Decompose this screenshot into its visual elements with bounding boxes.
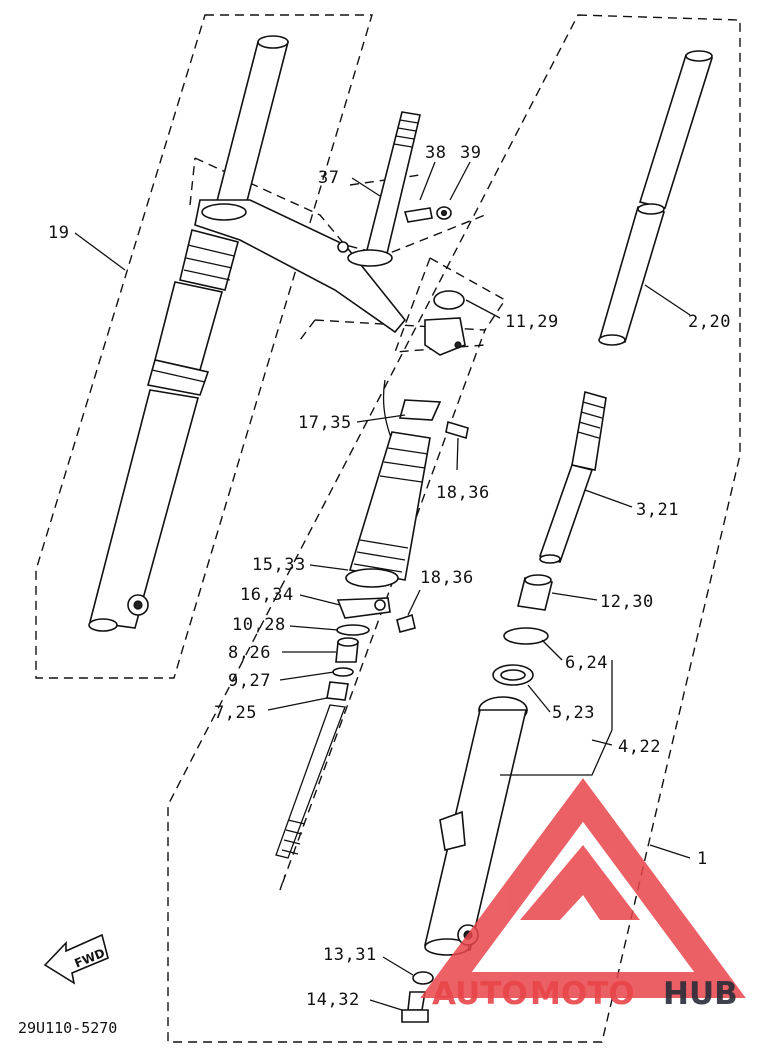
label-3-21: 3,21 [636,500,679,520]
label-18-36-upper: 18,36 [436,483,490,503]
cap-12-30 [517,574,553,611]
label-2-20: 2,20 [688,312,731,332]
label-14-32: 14,32 [306,990,360,1010]
wordmark-hub: HUB [663,976,738,1012]
outer-tube-4-22 [424,696,528,956]
label-11-29: 11,29 [505,312,559,332]
center-boot [345,379,442,588]
part-labels: 19 37 38 39 11,29 2,20 17,35 18,36 3,21 … [48,143,731,1010]
label-1: 1 [697,849,708,869]
label-6-24: 6,24 [565,653,608,673]
label-4-22: 4,22 [618,737,661,757]
right-inner-tube-upper [598,50,714,346]
automotohub-logo [420,778,746,998]
label-17-35: 17,35 [298,413,352,433]
right-fork-group-outline [167,14,741,1043]
label-16-34: 16,34 [240,585,294,605]
screw-18-36-lower [396,613,416,633]
washer-39 [436,206,452,220]
left-fork-assembly [88,35,407,632]
label-7-25: 7,25 [214,703,257,723]
screw-18-36-upper [445,420,469,440]
label-9-27: 9,27 [228,671,271,691]
bolt-14-32 [401,991,429,1023]
label-10-28: 10,28 [232,615,286,635]
oil-seal-5-23 [492,664,534,686]
label-39: 39 [460,143,481,163]
label-5-23: 5,23 [552,703,595,723]
bolt-38 [403,207,433,223]
clamp-16-34 [336,597,391,619]
label-19: 19 [48,223,69,243]
label-13-31: 13,31 [323,945,377,965]
circlip-10-28 [336,624,370,636]
leader-lines [74,161,691,1011]
circlip-6-24 [503,627,549,645]
label-8-26: 8,26 [228,643,271,663]
wordmark-moto: MOTO [530,976,635,1012]
washer-13-31 [412,971,434,985]
damper-rod [538,390,607,564]
label-15-33: 15,33 [252,555,306,575]
cap-11-29 [424,290,466,356]
drawing-code: 29U110-5270 [18,1019,117,1037]
collar-8-26 [335,637,359,663]
label-12-30: 12,30 [600,592,654,612]
washer-9-27 [332,667,354,677]
left-fork-group-outline [35,14,373,679]
wordmark-auto: AUTO [432,976,528,1012]
label-18-36-lower: 18,36 [420,568,474,588]
forward-arrow-icon: FWD [43,933,109,985]
automotohub-wordmark: AUTO MOTO HUB [432,976,738,1012]
steering-stem [337,111,421,267]
spring-7-25 [275,681,349,859]
label-38: 38 [425,143,446,163]
label-37: 37 [318,168,339,188]
